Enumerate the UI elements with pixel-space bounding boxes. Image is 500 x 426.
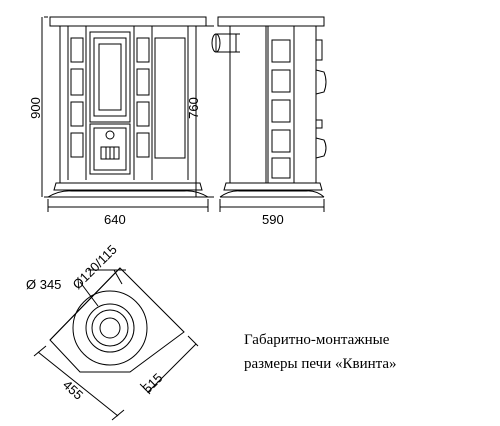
side-height-label: 760 (186, 97, 201, 119)
firebox-diameter-label: Ø 345 (26, 277, 61, 292)
top-view (33, 267, 199, 421)
front-width-label: 640 (104, 212, 126, 227)
front-view (41, 16, 209, 212)
front-height-label: 900 (28, 97, 43, 119)
side-view (190, 16, 327, 212)
caption-line-1: Габаритно-монтажные (244, 332, 390, 348)
side-depth-label: 590 (262, 212, 284, 227)
drawing-caption: Габаритно-монтажные размеры печи «Квинта… (244, 328, 494, 376)
left-side-length-label: 455 (60, 377, 86, 403)
flue-diameter-label: Ø120/115 (70, 242, 120, 292)
caption-line-2: размеры печи «Квинта» (244, 356, 397, 372)
right-side-length-label: 515 (140, 370, 166, 396)
